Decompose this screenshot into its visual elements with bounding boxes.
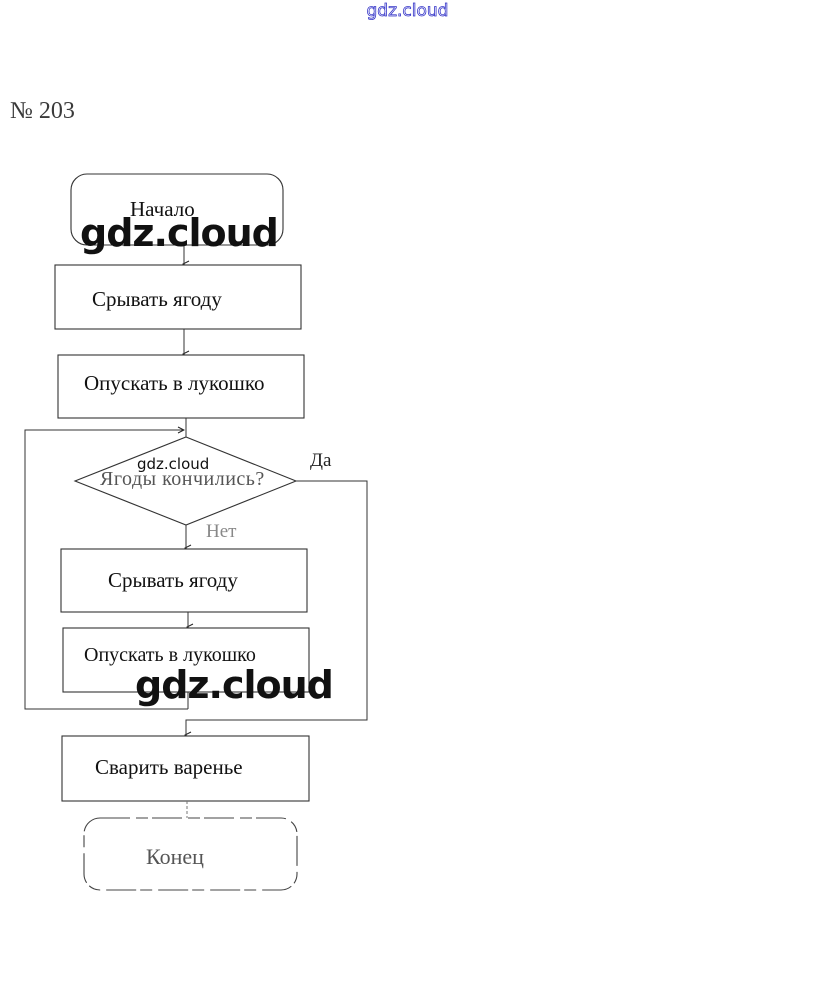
- process-box-put1: [57, 354, 305, 419]
- edge-loop-back: [24, 430, 188, 710]
- put1-label: Опускать в лукошко: [84, 371, 265, 395]
- start-terminator-shape: [70, 173, 284, 246]
- pick2-label: Срывать ягоду: [108, 568, 238, 592]
- cook-label: Сварить варенье: [95, 755, 243, 779]
- start-label: Начало: [130, 197, 195, 221]
- edge-check-cook-yes: [186, 480, 368, 735]
- process-box-pick2: [60, 548, 308, 613]
- branch-label-no: Нет: [206, 521, 237, 542]
- process-box-pick1: [54, 264, 302, 330]
- watermark-overlay-start: gdz.cloud: [80, 211, 279, 255]
- process-box-cook: [61, 735, 310, 802]
- pick1-label: Срывать ягоду: [92, 287, 222, 311]
- decision-label: Ягоды кончились?: [100, 468, 265, 490]
- put2-label: Опускать в лукошко: [84, 644, 256, 666]
- site-watermark-top: gdz.cloud: [366, 1, 449, 22]
- watermark-overlay-bottom: gdz.cloud: [135, 663, 334, 707]
- end-label: Конец: [146, 844, 204, 869]
- end-terminator-shape: [83, 817, 298, 891]
- watermark-overlay-decision: gdz.cloud: [137, 455, 210, 473]
- task-number: № 203: [10, 98, 75, 124]
- branch-label-yes: Да: [310, 450, 332, 471]
- process-box-put2: [62, 627, 310, 693]
